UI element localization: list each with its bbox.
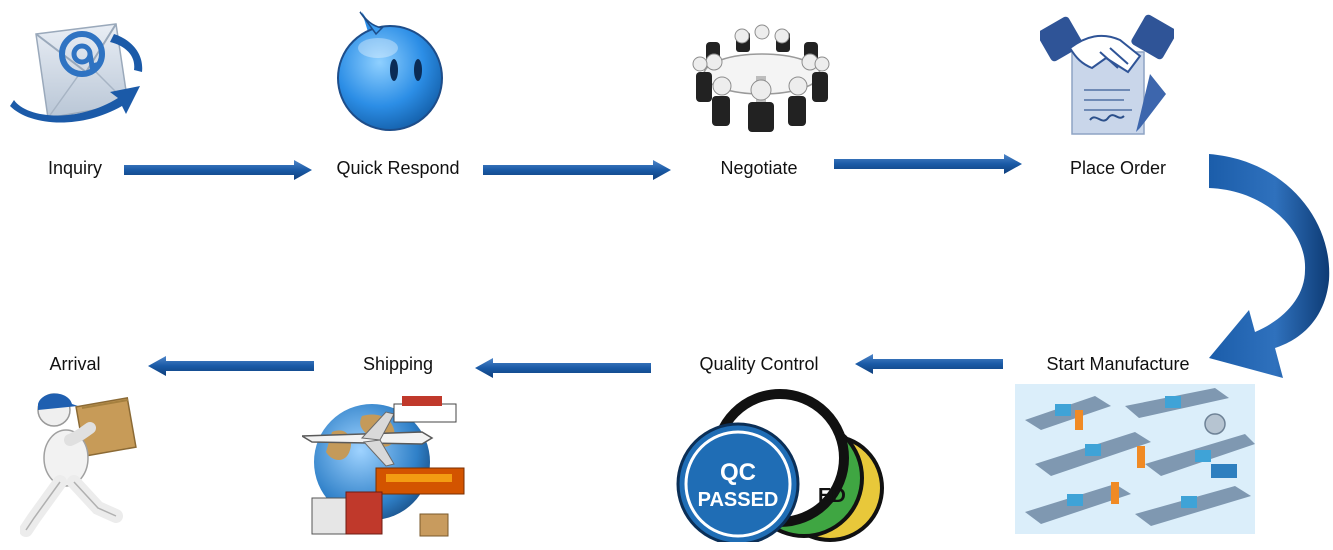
step-label-arrival: Arrival xyxy=(49,354,101,374)
globe-transport-icon xyxy=(302,396,465,537)
qc-badge-line1: QC xyxy=(720,459,756,486)
delivery-person-icon xyxy=(20,393,137,537)
email-icon xyxy=(10,23,143,123)
step-label-place-order: Place Order xyxy=(1069,158,1167,178)
qc-badge-line2: PASSED xyxy=(698,489,779,511)
step-label-inquiry: Inquiry xyxy=(47,158,103,178)
arrow-inquiry-to-respond xyxy=(124,160,312,180)
qc-badge-icon: ED QC PASSED xyxy=(676,389,884,542)
qc-badge-peek-text: ED xyxy=(818,485,846,507)
arrow-manufacture-to-qc xyxy=(855,354,1003,374)
step-label-shipping: Shipping xyxy=(362,354,434,374)
chat-bubble-icon xyxy=(337,11,443,131)
step-label-quality-control: Quality Control xyxy=(699,354,819,374)
meeting-table-icon xyxy=(692,24,830,132)
step-label-start-manufacture: Start Manufacture xyxy=(1046,354,1190,374)
arrow-negotiate-to-order xyxy=(834,154,1022,174)
arrow-qc-to-shipping xyxy=(475,358,651,378)
curved-arrow-order-to-manufacture xyxy=(1209,154,1330,378)
arrow-respond-to-negotiate xyxy=(483,160,671,180)
arrow-shipping-to-arrival xyxy=(148,356,314,376)
step-label-quick-respond: Quick Respond xyxy=(336,158,460,178)
handshake-contract-icon xyxy=(1040,14,1174,135)
step-label-negotiate: Negotiate xyxy=(720,158,798,178)
factory-line-icon xyxy=(1015,384,1255,534)
